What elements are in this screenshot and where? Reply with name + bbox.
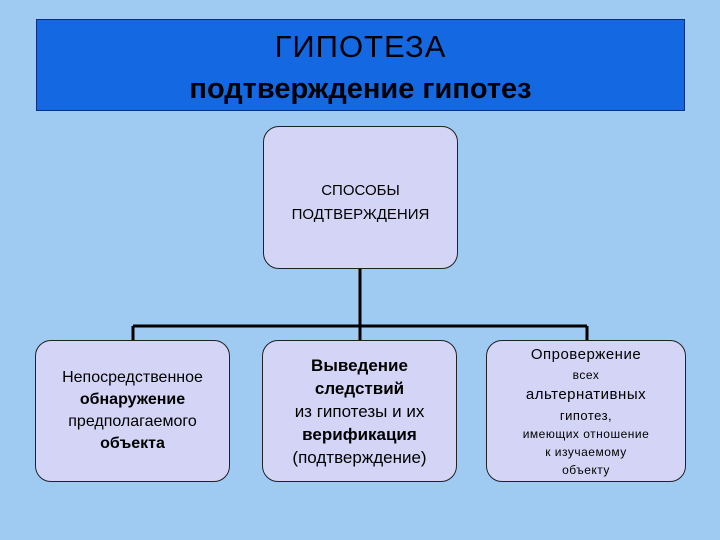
method3-line-4: гипотез,	[559, 407, 613, 423]
method-node-direct-discovery: Непосредственное обнаружение предполагае…	[35, 340, 230, 482]
root-node: СПОСОБЫ ПОДТВЕРЖДЕНИЯ	[263, 126, 458, 269]
method3-line-2: всех	[572, 367, 600, 382]
method3-line-3: альтернативных	[525, 385, 647, 403]
method3-line-5: имеющих отношение	[522, 426, 650, 441]
method3-line-6: к изучаемому	[545, 444, 627, 459]
diagram-title: ГИПОТЕЗА	[274, 29, 447, 64]
title-banner: ГИПОТЕЗА подтверждение гипотез	[36, 19, 685, 111]
method3-line-1: Опровержение	[530, 345, 642, 363]
method2-line-1: Выведение	[311, 355, 408, 375]
method1-line-3: предполагаемого	[68, 413, 197, 430]
method1-line-4: объекта	[100, 435, 165, 452]
diagram-subtitle: подтверждение гипотез	[189, 73, 532, 105]
method2-line-5: (подтверждение)	[292, 447, 427, 467]
method1-line-2: обнаружение	[79, 391, 186, 408]
method2-line-4: верификация	[302, 424, 417, 444]
root-line-1: СПОСОБЫ	[321, 181, 400, 199]
method2-line-3: из гипотезы и их	[294, 401, 425, 421]
method-node-refutation: Опровержение всех альтернативных гипотез…	[486, 340, 686, 482]
method-node-consequences: Выведение следствий из гипотезы и их вер…	[262, 340, 457, 482]
method3-line-7: объекту	[562, 462, 610, 477]
method2-line-2: следствий	[314, 378, 405, 398]
root-line-2: ПОДТВЕРЖДЕНИЯ	[291, 205, 430, 223]
method1-line-1: Непосредственное	[62, 369, 203, 386]
